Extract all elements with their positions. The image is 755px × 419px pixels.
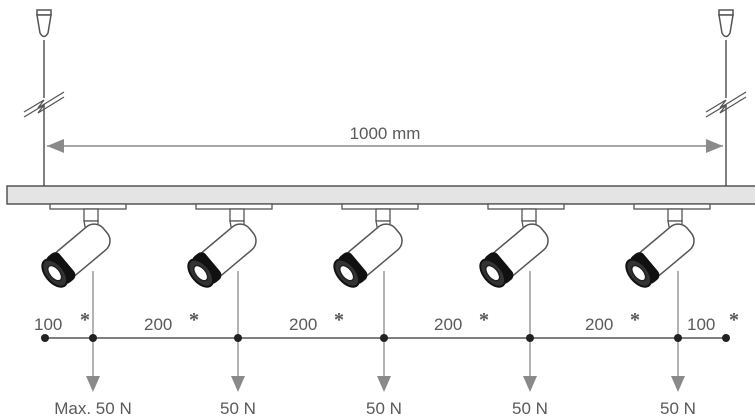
cable-break-icon	[23, 91, 65, 118]
dimension-arrow-left-icon	[47, 139, 64, 153]
load-arrow-icon	[671, 376, 685, 392]
spacing-mark: *	[630, 309, 640, 331]
spacing-label: 200	[144, 315, 172, 334]
load-arrow-icon	[377, 376, 391, 392]
baseline-point	[674, 334, 682, 342]
track-rail	[6, 185, 755, 205]
spotlight	[41, 203, 127, 288]
spacing-label: 100	[687, 315, 715, 334]
ceiling-hanger-icon	[36, 9, 52, 38]
baseline-point	[41, 334, 49, 342]
load-arrow-icon	[86, 376, 100, 392]
baseline-point	[89, 334, 97, 342]
load-label: 50 N	[366, 399, 402, 418]
spacing-label: 100	[34, 315, 62, 334]
load-label: 50 N	[660, 399, 696, 418]
spot-lens-inner	[631, 264, 647, 282]
adapter-stem	[521, 208, 537, 222]
spacing-labels: 100 * 200 * 200 * 200 * 200 * 100 *	[34, 309, 739, 334]
spacing-mark: *	[334, 309, 344, 331]
load-label: 50 N	[220, 399, 256, 418]
spot-head	[333, 223, 403, 288]
spot-head	[479, 223, 549, 288]
load-labels: Max. 50 N 50 N 50 N 50 N 50 N	[54, 399, 696, 418]
spacing-label: 200	[289, 315, 317, 334]
spotlight	[187, 203, 273, 288]
track-adapter	[49, 203, 127, 210]
dimension-arrow-right-icon	[706, 139, 723, 153]
load-label: Max. 50 N	[54, 399, 131, 418]
adapter-stem	[229, 208, 245, 222]
baseline-point	[380, 334, 388, 342]
load-label: 50 N	[512, 399, 548, 418]
spacing-mark: *	[189, 309, 199, 331]
spot-head	[625, 223, 695, 288]
dimension-1000mm: 1000 mm	[47, 124, 723, 153]
spacing-label: 200	[434, 315, 462, 334]
spot-head	[187, 223, 257, 288]
right-suspension	[705, 9, 747, 186]
spacing-label: 200	[585, 315, 613, 334]
load-arrow-icon	[231, 376, 245, 392]
left-suspension	[23, 9, 65, 186]
baseline-point	[234, 334, 242, 342]
spacing-mark: *	[479, 309, 489, 331]
spotlights	[41, 203, 711, 392]
spot-head	[41, 223, 111, 288]
adapter-stem	[83, 208, 99, 222]
track-adapter	[341, 203, 419, 210]
spacing-mark: *	[729, 309, 739, 331]
track-adapter	[195, 203, 273, 210]
load-arrow-icon	[523, 376, 537, 392]
spacing-mark: *	[80, 309, 90, 331]
baseline-points	[41, 334, 730, 342]
ceiling-hanger-icon	[718, 9, 734, 38]
dimension-label: 1000 mm	[350, 124, 421, 143]
cable-break-icon	[705, 91, 747, 118]
baseline-point	[722, 334, 730, 342]
spot-lens-inner	[339, 264, 355, 282]
adapter-stem	[375, 208, 391, 222]
track-adapter	[633, 203, 711, 210]
spot-lens-inner	[485, 264, 501, 282]
adapter-stem	[667, 208, 683, 222]
spotlight	[479, 203, 565, 288]
spot-lens-inner	[193, 264, 209, 282]
spotlight	[625, 203, 711, 288]
spot-lens-inner	[47, 264, 63, 282]
track-adapter	[487, 203, 565, 210]
baseline-point	[526, 334, 534, 342]
spotlight	[333, 203, 419, 288]
